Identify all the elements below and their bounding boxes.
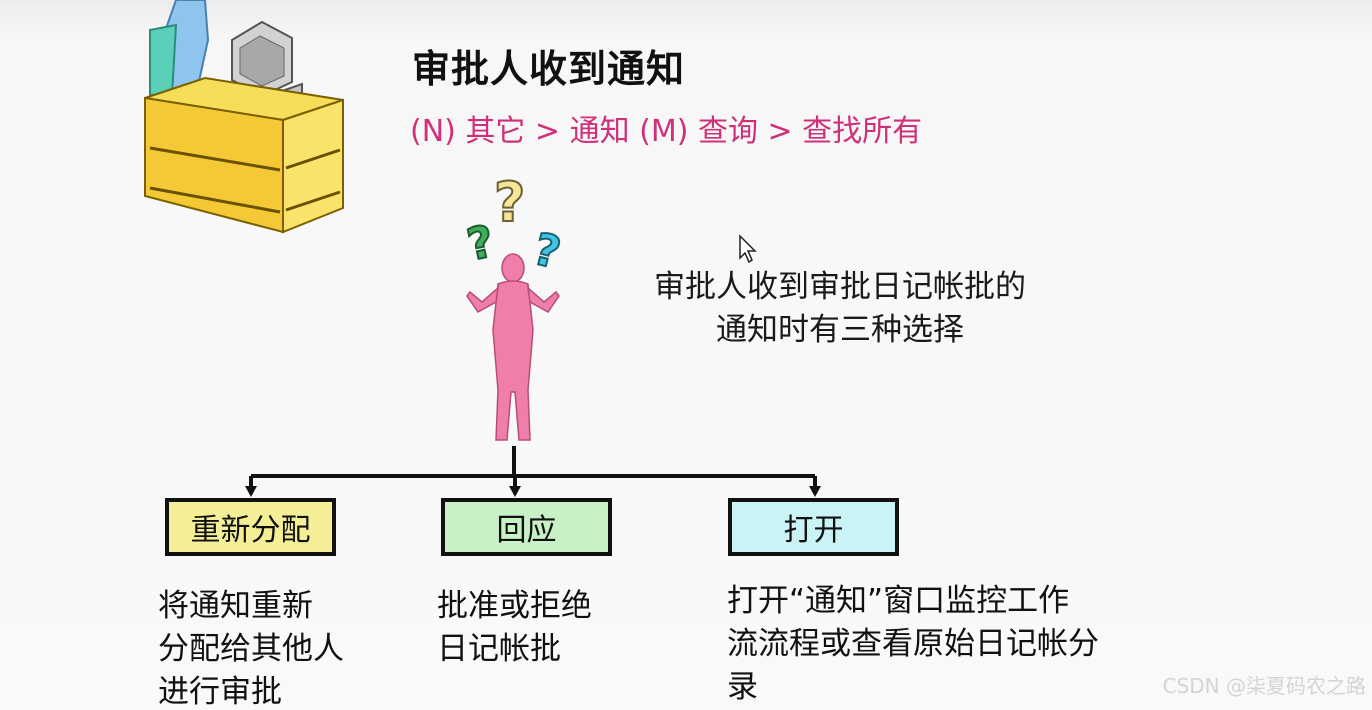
option-open-box: 打开 — [728, 498, 899, 556]
desk-computer-clipart — [144, 0, 344, 234]
option-reassign-box: 重新分配 — [165, 498, 336, 556]
navigation-path: (N) 其它 > 通知 (M) 查询 > 查找所有 — [410, 114, 923, 149]
description-line: 分配给其他人 — [158, 631, 344, 667]
question-mark-icon-yellow: ? — [493, 171, 526, 234]
description-line: 日记帐批 — [437, 631, 561, 667]
description-line: 批准或拒绝 — [437, 588, 592, 624]
confused-person-clipart — [466, 253, 560, 441]
watermark: CSDN @柒夏码农之路 — [1162, 674, 1366, 698]
option-respond-box: 回应 — [441, 498, 612, 556]
description-line: 打开“通知”窗口监控工作 — [727, 583, 1070, 619]
description-line: 流流程或查看原始日记帐分 — [727, 626, 1099, 662]
description-line: 通知时有三种选择 — [716, 312, 964, 348]
description-line: 录 — [727, 669, 758, 705]
description-line: 进行审批 — [158, 674, 282, 710]
page-title: 审批人收到通知 — [412, 47, 686, 91]
description-text: 审批人收到审批日记帐批的 通知时有三种选择 — [600, 266, 1080, 352]
description-line: 将通知重新 — [158, 588, 313, 624]
tree-connectors — [245, 446, 821, 497]
option-reassign-description: 将通知重新 分配给其他人 进行审批 — [158, 585, 388, 710]
mouse-cursor-icon — [739, 234, 757, 264]
option-respond-description: 批准或拒绝 日记帐批 — [437, 585, 637, 671]
option-open-description: 打开“通知”窗口监控工作 流流程或查看原始日记帐分 录 — [727, 580, 1167, 709]
description-line: 审批人收到审批日记帐批的 — [654, 269, 1026, 305]
